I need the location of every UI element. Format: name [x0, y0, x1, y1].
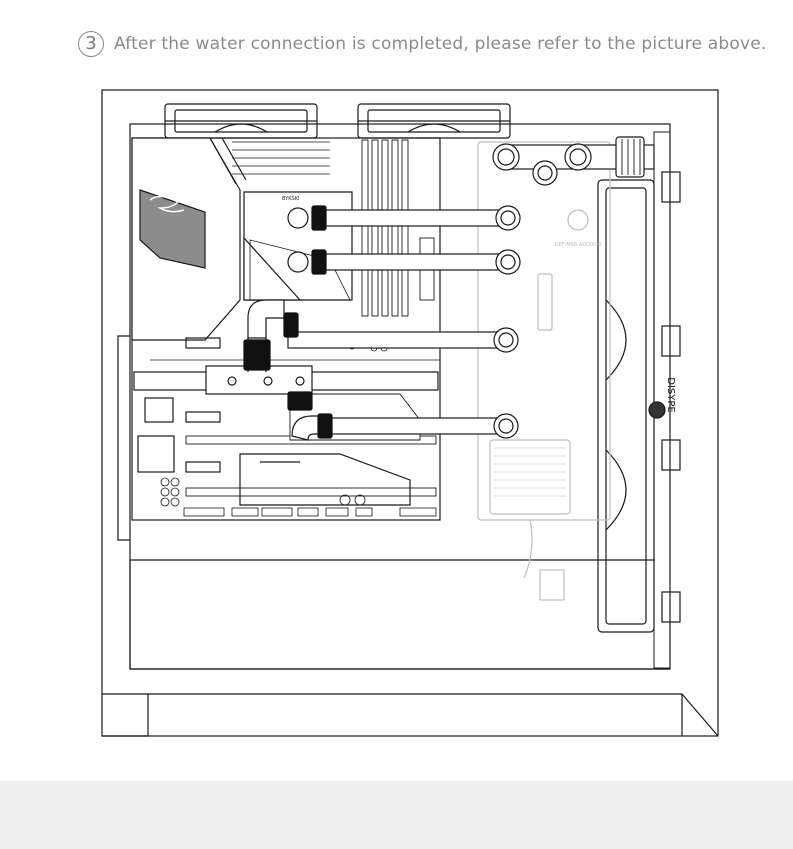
fittings [243, 205, 333, 439]
step-number-badge: 3 [78, 31, 104, 57]
step-number: 3 [85, 33, 97, 54]
ram-slots [361, 139, 409, 317]
top-fan-right [357, 103, 511, 139]
panel-ports [492, 143, 592, 439]
pc-case-water-loop-diagram: DISYPE GEF-M68-ADD00-B [101, 89, 719, 737]
motherboard [131, 137, 441, 521]
footer-band [0, 781, 793, 849]
cpu-water-block [243, 191, 353, 301]
pump-reservoir-panel [477, 141, 611, 601]
pump-panel-label: GEF-M68-ADD00-B [555, 242, 602, 248]
top-fan-left [164, 103, 318, 139]
step-instruction-text: After the water connection is completed,… [114, 34, 767, 54]
front-radiator: DISYPE [597, 131, 681, 669]
step-instruction: 3 After the water connection is complete… [78, 27, 767, 61]
cpu-block-brand: BYKSKI [282, 196, 299, 202]
reservoir-brand-logo: DISYPE [665, 377, 676, 412]
